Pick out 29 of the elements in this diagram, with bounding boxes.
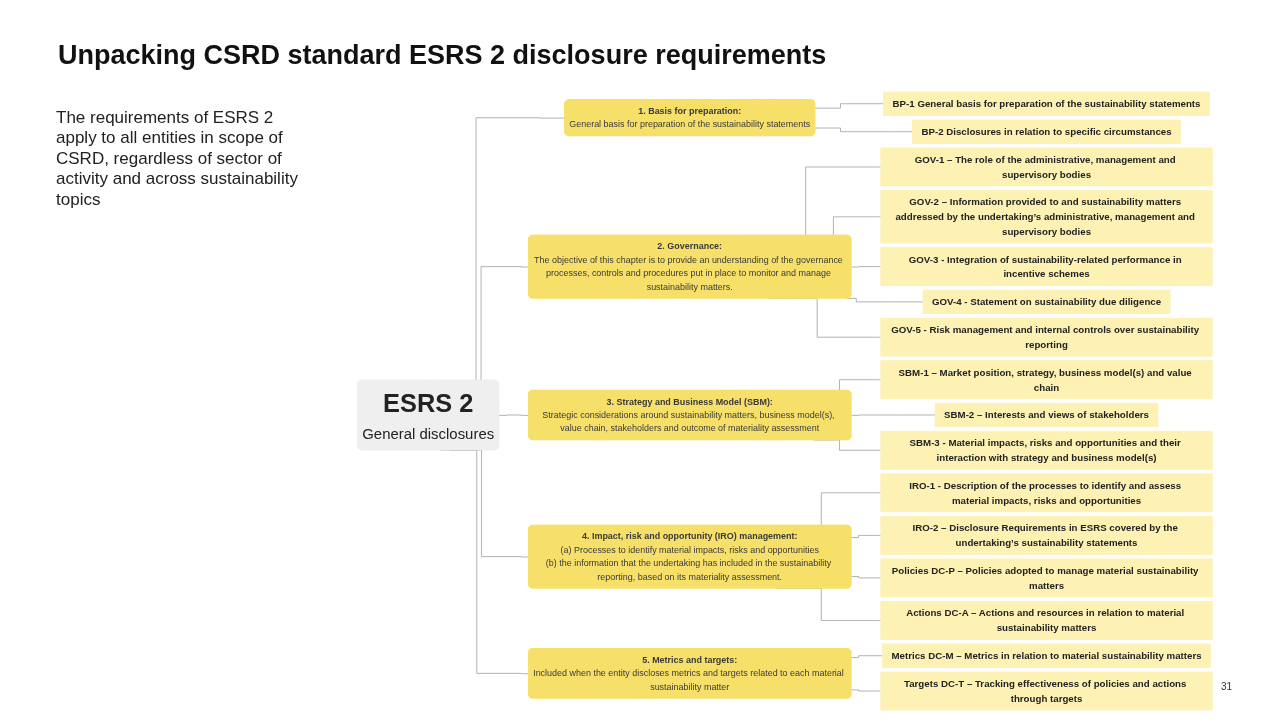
node-box: BP-2 Disclosures in relation to specific circumstances	[912, 119, 1181, 144]
connector	[850, 576, 882, 579]
slide-title: Unpacking CSRD standard ESRS 2 disclosure requirements	[58, 40, 827, 71]
node-box: BP-1 General basis for preparation of the sustainability statements	[883, 91, 1210, 116]
node-box: Actions DC-A – Actions and resources in relation to material sustainability matters	[880, 601, 1213, 640]
page-number: 31	[1220, 681, 1232, 692]
node-box: SBM-2 – Interests and views of stakeholders	[934, 402, 1159, 428]
connector	[814, 127, 913, 133]
node-box: GOV-4 - Statement on sustainability due diligence	[922, 289, 1171, 315]
node-box: SBM-1 – Market position, strategy, business model(s) and value chain	[880, 360, 1213, 400]
node-box: Policies DC-P – Policies adopted to manage material sustainability matters	[880, 558, 1213, 598]
node-box: GOV-3 - Integration of sustainability-related performance in incentive schemes	[880, 247, 1213, 287]
node-box: SBM-3 - Material impacts, risks and opportunities and their interaction with strategy and business model(s)	[880, 430, 1213, 470]
connector	[850, 689, 882, 692]
connector	[850, 655, 883, 658]
node-box: Metrics DC-M – Metrics in relation to material sustainability matters	[882, 643, 1211, 668]
connector	[498, 414, 530, 416]
node-box: GOV-2 – Information provided to and sustainability matters addressed by the undertaking’s administrative, management and supervisory bodies	[880, 190, 1213, 244]
connector	[850, 535, 882, 538]
connector	[814, 103, 884, 109]
node-box: IRO-1 - Description of the processes to identify and assess material impacts, risks and opportunities	[880, 473, 1213, 513]
node-box: IRO-2 – Disclosure Requirements in ESRS covered by the undertaking’s sustainability statements	[880, 515, 1213, 555]
connector	[850, 414, 936, 416]
intro-paragraph: The requirements of ESRS 2 apply to all entities in scope of CSRD, regardless of sector of activity and across sustainability topics	[56, 108, 299, 210]
node-box: GOV-1 – The role of the administrative, management and supervisory bodies	[880, 147, 1213, 187]
node-box: GOV-5 - Risk management and internal controls over sustainability reporting	[880, 317, 1213, 357]
connector	[850, 266, 882, 268]
node-box: Targets DC-T – Tracking effectiveness of policies and actions through targets	[880, 671, 1213, 711]
connector	[846, 298, 924, 303]
